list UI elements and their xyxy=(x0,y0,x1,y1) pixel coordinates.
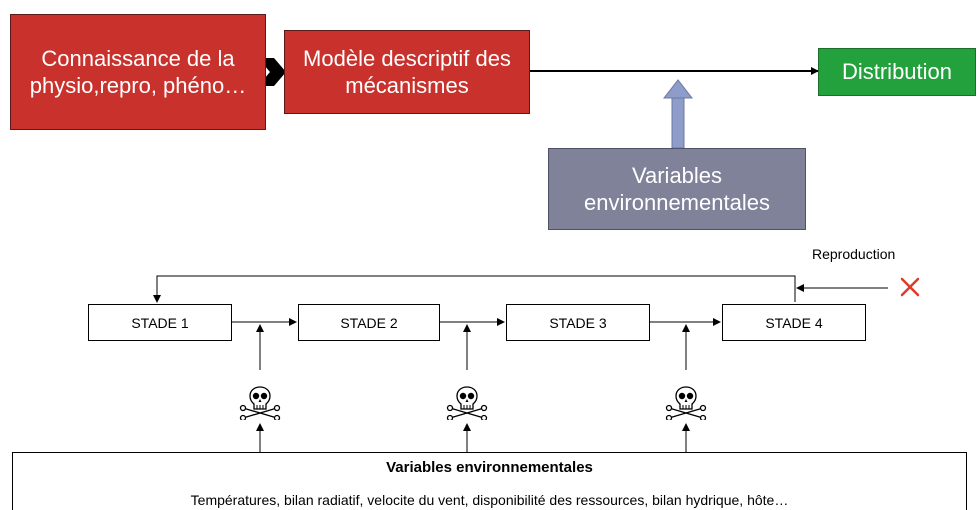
reproduction-loop xyxy=(153,275,796,303)
env-variables-panel: Variables environnementales Températures… xyxy=(12,452,967,510)
stage-3-label: STADE 3 xyxy=(549,314,607,331)
knowledge-box-label: Connaissance de la physio,repro, phéno… xyxy=(29,45,247,99)
env-up-arrow xyxy=(662,79,694,149)
stage-1-label: STADE 1 xyxy=(131,314,189,331)
stage-4-label: STADE 4 xyxy=(765,314,823,331)
stage-2-box: STADE 2 xyxy=(298,304,440,341)
model-box: Modèle descriptif des mécanismes xyxy=(284,30,530,114)
model-box-label: Modèle descriptif des mécanismes xyxy=(303,45,511,99)
stage-3-box: STADE 3 xyxy=(506,304,650,341)
env-panel-title: Variables environnementales xyxy=(386,459,593,476)
stage-2-label: STADE 2 xyxy=(340,314,398,331)
skull-crossbones-icon xyxy=(665,386,707,420)
stage-4-box: STADE 4 xyxy=(722,304,866,341)
reproduction-label: Reproduction xyxy=(812,246,896,262)
distribution-box: Distribution xyxy=(818,48,976,96)
skull-crossbones-icon xyxy=(239,386,281,420)
stage-1-box: STADE 1 xyxy=(88,304,232,341)
env-variables-box-label: Variables environnementales xyxy=(584,162,770,216)
env-panel-subtitle: Températures, bilan radiatif, velocite d… xyxy=(190,492,789,508)
red-x-icon xyxy=(900,277,920,297)
env-variables-box: Variables environnementales xyxy=(548,148,806,230)
distribution-box-label: Distribution xyxy=(841,59,953,85)
knowledge-box: Connaissance de la physio,repro, phéno… xyxy=(10,14,266,130)
skull-crossbones-icon xyxy=(446,386,488,420)
